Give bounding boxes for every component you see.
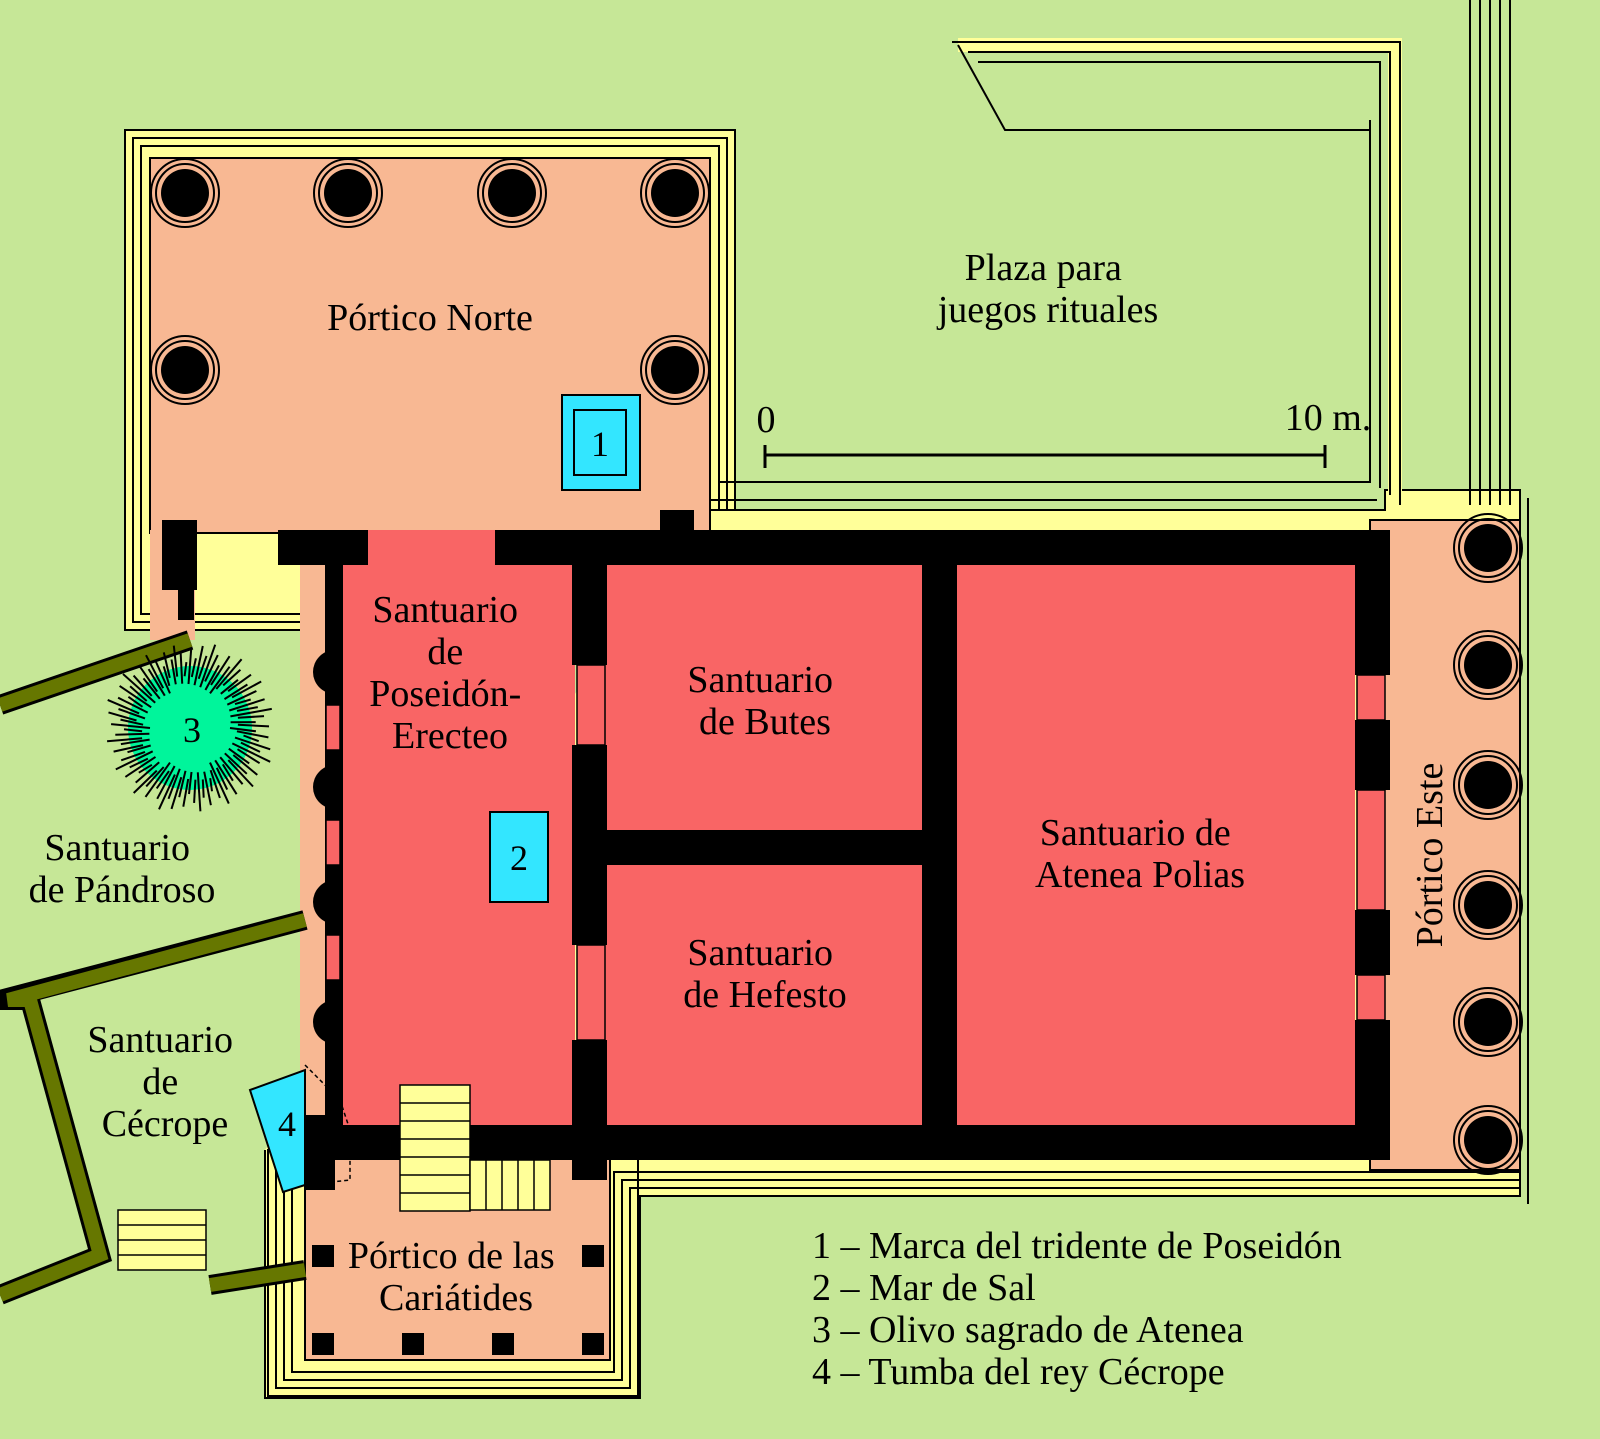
column	[640, 335, 710, 405]
label-portico-norte: Pórtico Norte	[327, 297, 533, 339]
legend-item: 3 – Olivo sagrado de Atenea	[812, 1309, 1244, 1351]
label-portico-cariatides: Pórtico de las Cariátides	[348, 1235, 564, 1319]
santuario-atenea-room	[955, 560, 1355, 1130]
column	[1453, 513, 1523, 583]
stairs	[117, 1084, 551, 1271]
label-santuario-pandroso: Santuario de Pándroso	[29, 827, 216, 911]
label-santuario-poseidon: Santuario de Poseidón- Erecteo	[369, 589, 531, 757]
label-santuario-atenea: Santuario de Atenea Polias	[1035, 812, 1245, 896]
label-plaza: Plaza para juegos rituales	[936, 247, 1159, 331]
marker-3-label: 3	[183, 710, 201, 750]
columns	[150, 158, 1523, 1175]
column	[477, 158, 547, 228]
marker-2	[489, 811, 549, 903]
building-walls	[162, 510, 1390, 1190]
label-santuario-cecrope: Santuario de Cécrope	[87, 1019, 242, 1145]
column	[1453, 987, 1523, 1057]
legend-item: 1 – Marca del tridente de Poseidón	[812, 1225, 1342, 1267]
legend-item: 4 – Tumba del rey Cécrope	[812, 1351, 1225, 1393]
column	[1453, 870, 1523, 940]
column	[1453, 750, 1523, 820]
scale-end-label: 10 m.	[1285, 397, 1372, 439]
legend-item: 2 – Mar de Sal	[812, 1267, 1036, 1309]
door-openings	[325, 664, 1386, 1041]
scale-bar	[763, 445, 1327, 468]
column	[150, 335, 220, 405]
marker-1-label: 1	[591, 424, 609, 464]
marker-4	[248, 1064, 351, 1194]
label-santuario-butes: Santuario de Butes	[687, 659, 842, 743]
legend: 1 – Marca del tridente de Poseidón 2 – M…	[812, 1225, 1351, 1393]
santuario-butes-room	[605, 560, 925, 830]
olive-tree	[107, 644, 272, 812]
marker-1	[561, 394, 641, 491]
west-half-columns	[313, 650, 335, 1044]
column	[150, 158, 220, 228]
column	[1453, 630, 1523, 700]
scale-start-label: 0	[757, 399, 776, 441]
santuario-hefesto-room	[605, 860, 925, 1130]
column	[313, 158, 383, 228]
label-santuario-hefesto: Santuario de Hefesto	[683, 932, 847, 1016]
label-portico-este: Pórtico Este	[1409, 763, 1451, 948]
cariatides-pillars	[312, 1245, 604, 1355]
column	[1453, 1105, 1523, 1175]
marker-4-label: 4	[278, 1104, 296, 1144]
portico-este-floor	[1369, 519, 1521, 1171]
column	[640, 158, 710, 228]
marker-2-label: 2	[510, 838, 528, 878]
